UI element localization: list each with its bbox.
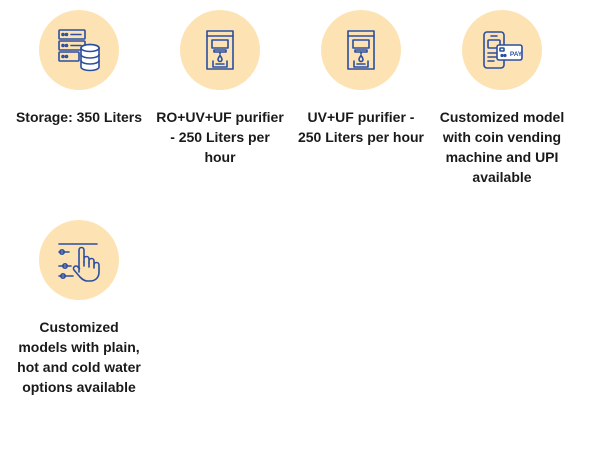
feature-label: Storage: 350 Liters <box>15 109 143 125</box>
feature-label: RO+UV+UF purifier - 250 Liters per hour <box>156 109 284 165</box>
server-database-icon <box>58 29 100 72</box>
feature-storage: Storage: 350 Liters <box>14 10 144 127</box>
feature-icon-badge <box>39 220 119 300</box>
feature-coin-vending-upi: PAY Customized model with coin vending m… <box>437 10 567 187</box>
feature-label: UV+UF purifier - 250 Liters per hour <box>297 109 425 145</box>
water-purifier-icon <box>347 30 375 70</box>
feature-icon-badge: PAY <box>462 10 542 90</box>
feature-icon-badge <box>321 10 401 90</box>
feature-icon-badge <box>180 10 260 90</box>
water-purifier-icon <box>206 30 234 70</box>
feature-uv-uf-purifier: UV+UF purifier - 250 Liters per hour <box>296 10 426 147</box>
feature-water-options: Customized models with plain, hot and co… <box>14 220 144 397</box>
feature-ro-uv-uf-purifier: RO+UV+UF purifier - 250 Liters per hour <box>155 10 285 167</box>
feature-label: Customized models with plain, hot and co… <box>17 319 141 395</box>
touch-controls-icon <box>58 243 100 282</box>
phone-pay-icon: PAY <box>483 31 523 69</box>
pay-icon-text: PAY <box>510 51 523 58</box>
feature-label: Customized model with coin vending machi… <box>439 109 565 185</box>
feature-icon-badge <box>39 10 119 90</box>
